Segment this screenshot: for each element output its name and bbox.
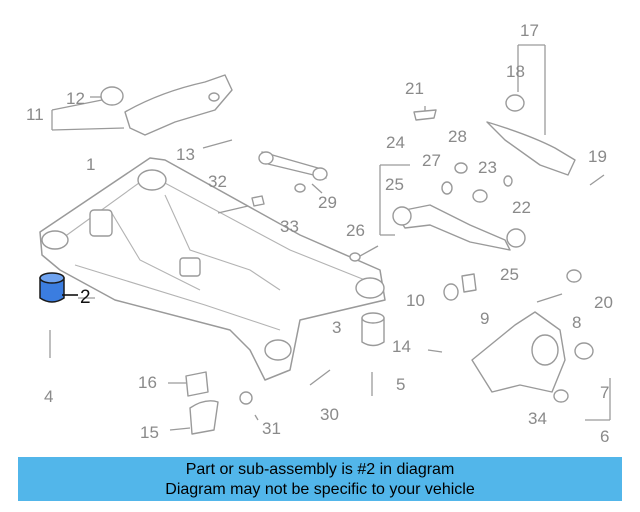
mount-parts xyxy=(78,297,259,431)
callout-26: 26 xyxy=(346,221,365,240)
callout-23: 23 xyxy=(478,158,497,177)
callout-19: 19 xyxy=(588,147,607,166)
callout-30: 30 xyxy=(320,405,339,424)
callout-17: 17 xyxy=(520,21,539,40)
bushing-part-2-highlighted[interactable] xyxy=(39,272,78,303)
callout-27: 27 xyxy=(422,151,441,170)
callout-7: 7 xyxy=(600,383,609,402)
callout-9: 9 xyxy=(480,309,489,328)
callout-13: 13 xyxy=(176,145,195,164)
callout-28: 28 xyxy=(448,127,467,146)
callout-16: 16 xyxy=(138,373,157,392)
callout-10: 10 xyxy=(406,291,425,310)
callout-11: 11 xyxy=(26,105,44,124)
callout-31: 31 xyxy=(262,419,281,438)
callout-32: 32 xyxy=(208,172,227,191)
callout-21: 21 xyxy=(405,79,424,98)
callout-14: 14 xyxy=(392,337,411,356)
callout-15: 15 xyxy=(140,423,159,442)
parts-diagram: 1 2 3 4 5 6 7 8 9 10 11 12 13 14 15 16 1… xyxy=(26,21,613,446)
callout-5: 5 xyxy=(396,375,405,394)
lateral-links xyxy=(379,44,576,251)
bushing-part-3 xyxy=(361,312,385,347)
upper-link xyxy=(258,151,328,194)
callout-1: 1 xyxy=(86,155,95,174)
callout-labels: 1 2 3 4 5 6 7 8 9 10 11 12 13 14 15 16 1… xyxy=(26,21,613,446)
callout-20: 20 xyxy=(594,293,613,312)
callout-4: 4 xyxy=(44,387,53,406)
callout-33: 33 xyxy=(280,217,299,236)
knuckle xyxy=(471,311,611,421)
callout-18: 18 xyxy=(506,62,525,81)
fasteners xyxy=(49,106,605,435)
callout-22: 22 xyxy=(512,198,531,217)
trailing-arm xyxy=(51,74,233,136)
callout-34: 34 xyxy=(528,409,547,428)
callout-24: 24 xyxy=(386,133,405,152)
callout-6: 6 xyxy=(600,427,609,446)
banner-line-2: Diagram may not be specific to your vehi… xyxy=(165,481,475,498)
banner-line-1: Part or sub-assembly is #2 in diagram xyxy=(185,461,455,478)
callout-8: 8 xyxy=(572,313,581,332)
callout-25a: 25 xyxy=(385,175,404,194)
callout-12: 12 xyxy=(66,89,85,108)
callout-25b: 25 xyxy=(500,265,519,284)
info-banner: Part or sub-assembly is #2 in diagram Di… xyxy=(18,457,622,501)
callout-3: 3 xyxy=(332,318,341,337)
subframe xyxy=(39,157,386,381)
callout-29: 29 xyxy=(318,193,337,212)
callout-2: 2 xyxy=(80,287,91,308)
